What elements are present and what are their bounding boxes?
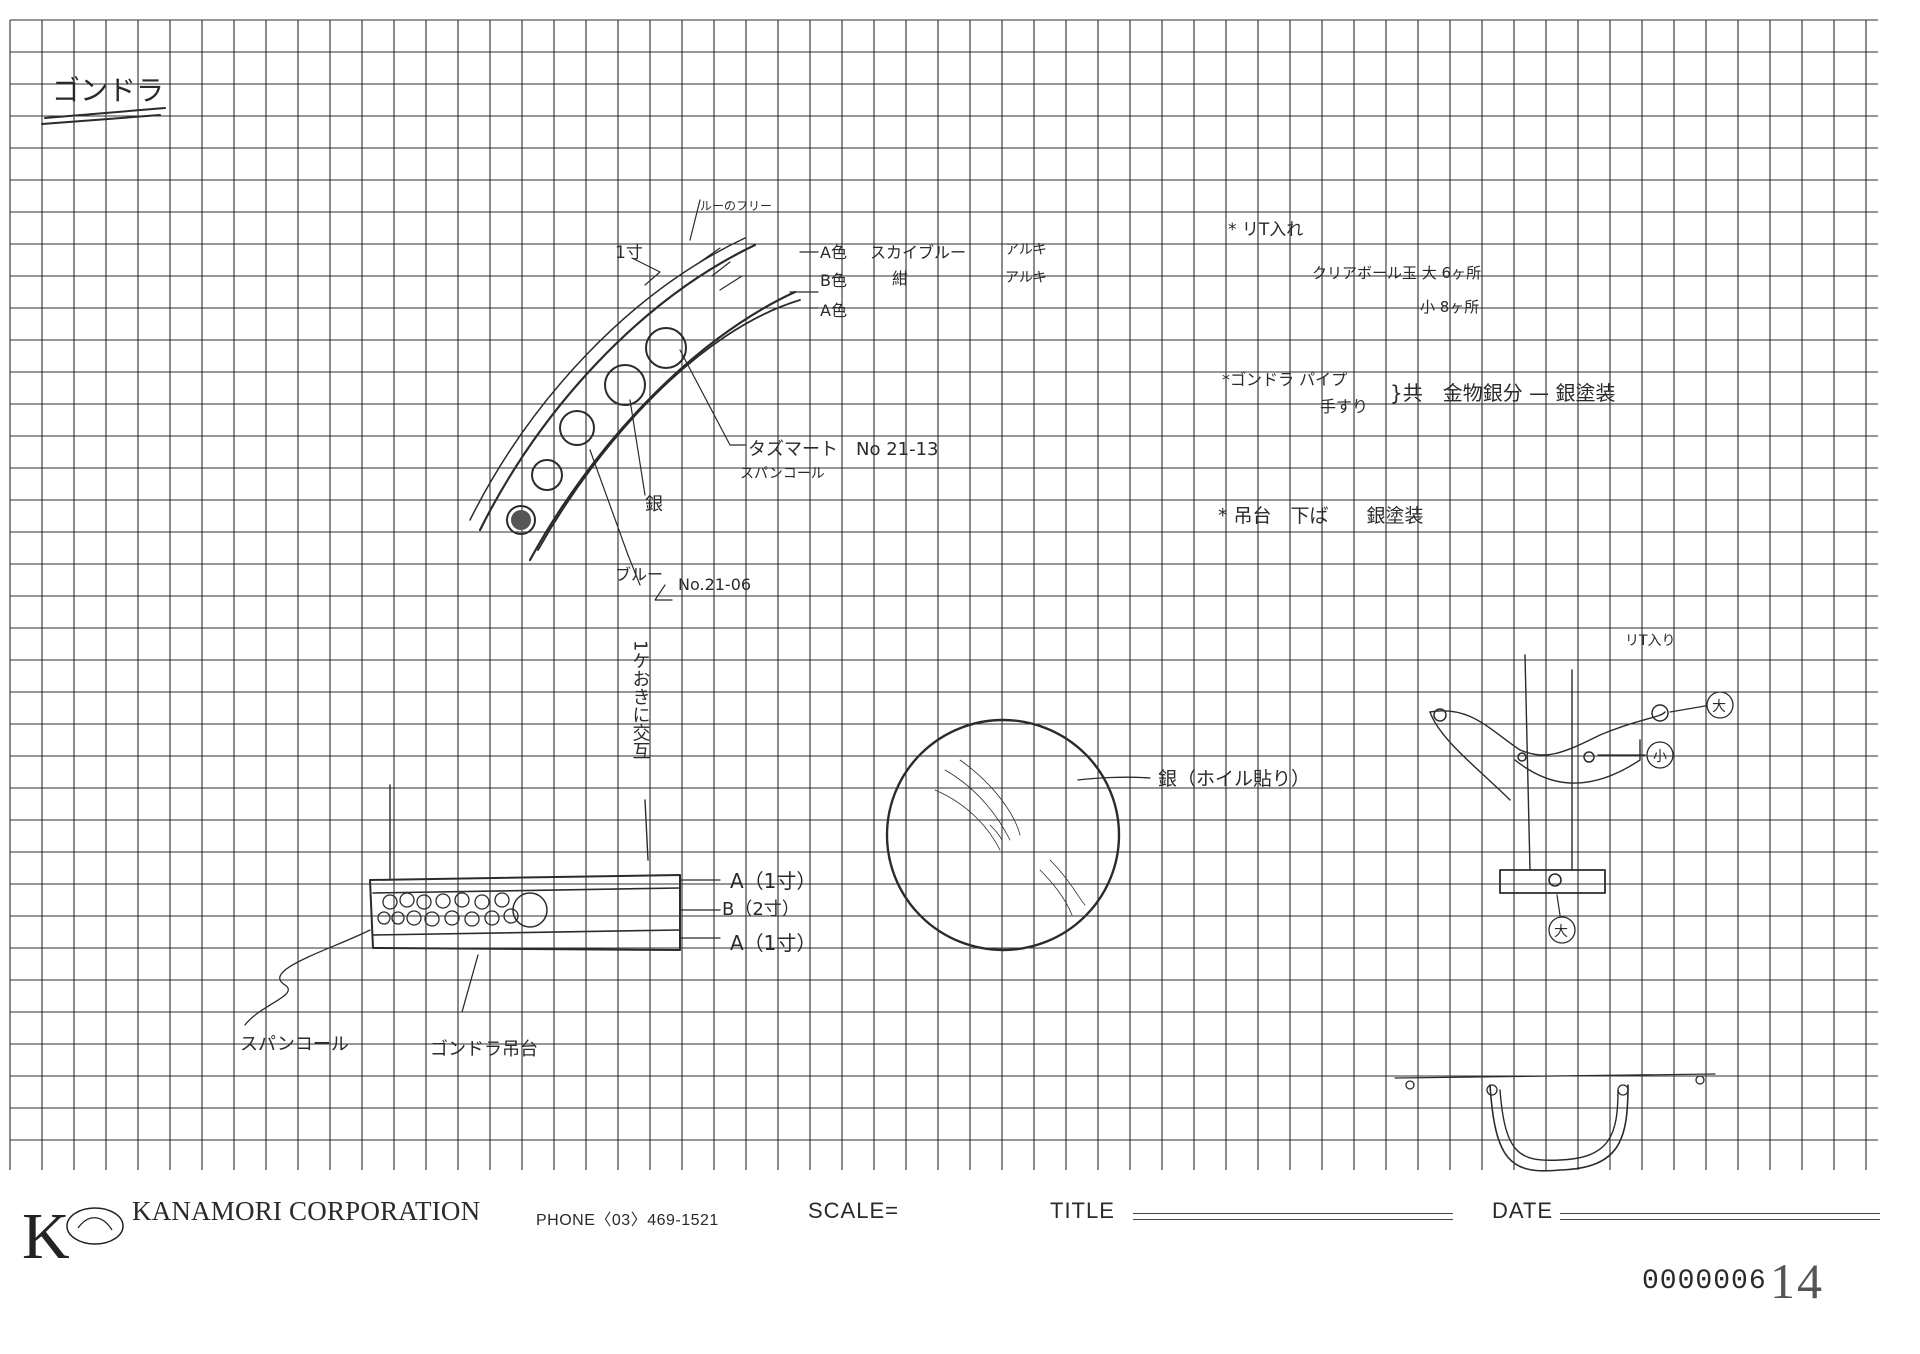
date-rule-2 <box>1560 1219 1880 1220</box>
graph-paper-grid <box>9 19 1878 1170</box>
sequin-label: スパンコール <box>240 1034 349 1055</box>
spec-note-2a: *ゴンドラ パイプ <box>1222 370 1347 389</box>
arc-label-top: ルーのフリー <box>700 199 772 213</box>
small-mark: 小 <box>1653 749 1667 765</box>
sheet-heading: ゴンドラ <box>41 74 166 125</box>
alternate-note: 1ケおきに交互 <box>630 640 651 759</box>
spec-note-1-small: 小 8ヶ所 <box>1420 298 1479 316</box>
title-rule-1 <box>1133 1213 1453 1214</box>
spec-note-1-detail: クリアボール玉 大 6ヶ所 <box>1312 264 1481 282</box>
side-b: B（2寸） <box>722 899 800 920</box>
title-rule-2 <box>1133 1219 1453 1220</box>
kanamori-logo: K <box>22 1200 124 1266</box>
spec-note-2b: 手すり <box>1320 397 1368 416</box>
color-a1-material: アルキ <box>1005 242 1047 258</box>
phone-number: PHONE〈03〉469-1521 <box>536 1212 719 1229</box>
color-b-name: 紺 <box>892 269 908 288</box>
side-a-top: A（1寸） <box>730 869 816 893</box>
color-a1: A色 <box>820 243 847 262</box>
frame-note: リT入り <box>1625 633 1676 649</box>
scale-label: SCALE= <box>808 1198 899 1223</box>
serial-number: 0000006 <box>1642 1266 1767 1297</box>
heading-text: ゴンドラ <box>52 74 164 107</box>
big-mark-1: 大 <box>1712 699 1726 715</box>
color-b-material: アルキ <box>1005 270 1047 286</box>
silver-disc <box>885 718 1151 952</box>
gondola-side-view <box>244 784 721 1026</box>
frame-view <box>1394 654 1734 1172</box>
color-a2: A色 <box>820 301 847 320</box>
date-rule-1 <box>1560 1213 1880 1214</box>
big-mark-2: 大 <box>1554 924 1568 940</box>
date-label: DATE <box>1492 1198 1554 1223</box>
title-label: TITLE <box>1050 1198 1115 1223</box>
gondola-label: ゴンドラ吊台 <box>430 1039 538 1060</box>
serial-suffix: 14 <box>1770 1253 1824 1309</box>
sequin-ref: タズマート No 21-13 <box>748 439 939 460</box>
silver-label: 銀 <box>645 494 663 515</box>
color-b: B色 <box>820 271 847 290</box>
blue-ref: No.21-06 <box>678 575 751 594</box>
sequin-word: スパンコール <box>740 466 825 482</box>
spec-note-2-rest: }共 金物銀分 — 銀塗装 <box>1390 381 1615 405</box>
company-name: KANAMORI CORPORATION <box>132 1196 481 1226</box>
color-a1-name: スカイブルー <box>870 243 966 262</box>
blue-label: ブルー <box>615 565 663 584</box>
spec-note-1: * リT入れ <box>1228 220 1303 240</box>
arc-detail <box>469 199 819 601</box>
spec-note-3: * 吊台 下ば 銀塗装 <box>1218 504 1424 527</box>
svg-text:K: K <box>22 1200 70 1266</box>
disc-label: 銀（ホイル貼り） <box>1158 768 1310 790</box>
arc-width-label: 1寸 <box>615 243 643 263</box>
side-a-bottom: A（1寸） <box>730 931 816 955</box>
